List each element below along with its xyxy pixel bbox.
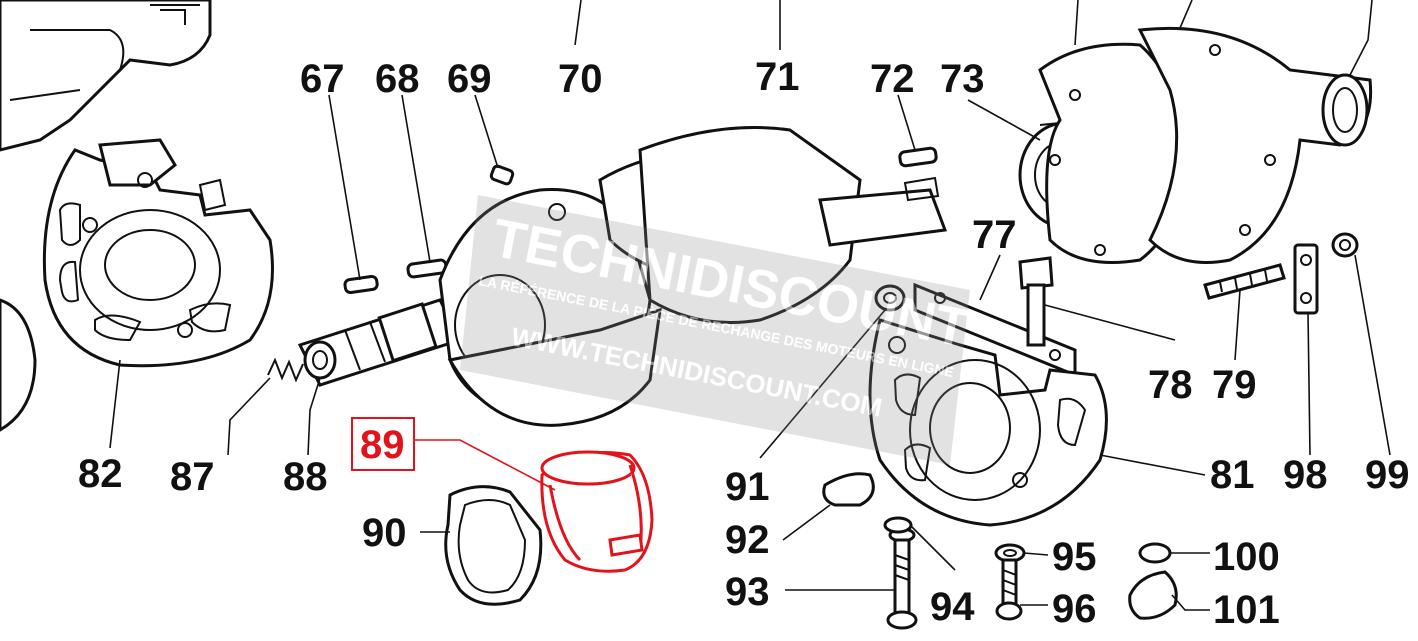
leader-68 xyxy=(401,94,431,263)
nut-88 xyxy=(303,340,337,380)
leader-82 xyxy=(109,359,121,449)
leader-94 xyxy=(909,524,956,571)
leader-101 xyxy=(1171,594,1210,611)
washer-94 xyxy=(883,516,913,534)
leader-67 xyxy=(328,94,361,281)
label-77: 77 xyxy=(972,213,1017,257)
label-71: 71 xyxy=(755,55,800,99)
leader-top-2 xyxy=(1179,0,1193,29)
label-101: 101 xyxy=(1213,588,1280,632)
leader-92 xyxy=(782,504,831,541)
leader-79 xyxy=(1234,289,1241,361)
key-72 xyxy=(898,146,938,168)
label-78: 78 xyxy=(1148,363,1193,407)
label-81: 81 xyxy=(1210,453,1255,497)
bolt-96 xyxy=(995,558,1023,621)
label-91: 91 xyxy=(725,465,770,509)
label-69: 69 xyxy=(447,57,492,101)
label-100: 100 xyxy=(1213,535,1280,579)
edge-fragment-left xyxy=(0,298,37,432)
leader-95 xyxy=(1023,552,1049,556)
leader-73 xyxy=(967,99,1041,141)
label-88: 88 xyxy=(283,455,328,499)
bolt-78 xyxy=(1018,256,1054,347)
gasket-and-housing xyxy=(1038,26,1373,264)
pin-92 xyxy=(822,472,875,507)
leader-69 xyxy=(474,94,499,169)
leader-70 xyxy=(574,0,582,46)
bushing-89-highlighted xyxy=(540,450,654,573)
leader-98 xyxy=(1307,312,1311,456)
label-89: 89 xyxy=(360,423,405,467)
label-73: 73 xyxy=(940,57,985,101)
leader-top-3 xyxy=(1349,0,1373,76)
label-70: 70 xyxy=(558,57,603,101)
plug-101 xyxy=(1128,570,1178,620)
leader-81 xyxy=(1099,454,1206,476)
pin-69 xyxy=(489,164,515,186)
label-79: 79 xyxy=(1212,363,1257,407)
label-68: 68 xyxy=(375,57,420,101)
thrust-washer-90 xyxy=(444,485,543,606)
label-67: 67 xyxy=(300,57,345,101)
label-92: 92 xyxy=(725,518,770,562)
label-72: 72 xyxy=(870,57,915,101)
bearing-support-82 xyxy=(42,138,274,368)
label-98: 98 xyxy=(1283,453,1328,497)
bearing-support-81 xyxy=(868,318,1108,527)
cap-100 xyxy=(1138,542,1172,564)
label-96: 96 xyxy=(1052,587,1097,631)
leader-88 xyxy=(307,377,321,456)
leader-99 xyxy=(1354,254,1391,456)
label-93: 93 xyxy=(725,570,770,614)
nut-91 xyxy=(874,284,906,312)
label-82: 82 xyxy=(78,452,123,496)
crank-fragment-top-left xyxy=(0,0,212,152)
leader-77 xyxy=(979,254,1001,301)
watermark-banner xyxy=(460,195,970,465)
label-90: 90 xyxy=(362,511,407,555)
spring-87 xyxy=(267,357,304,383)
stud-79 xyxy=(1203,263,1286,300)
crankshaft-70-71 xyxy=(297,126,948,427)
key-67 xyxy=(343,274,379,295)
bolt-93 xyxy=(886,527,918,630)
leader-87 xyxy=(227,377,271,456)
label-99: 99 xyxy=(1365,453,1410,497)
leader-89 xyxy=(413,439,556,491)
leader-72 xyxy=(897,94,916,151)
leader-top-1 xyxy=(1074,0,1079,46)
leader-91 xyxy=(759,309,886,459)
leader-78 xyxy=(1044,304,1176,341)
label-94: 94 xyxy=(930,585,975,629)
label-95: 95 xyxy=(1052,535,1097,579)
label-87: 87 xyxy=(170,455,215,499)
watermark: TECHNIDISCOUNT LA RÉFÉRENCE DE LA PIÈCE … xyxy=(460,195,973,465)
label-89-box xyxy=(351,417,415,471)
plate-98 xyxy=(1293,243,1319,315)
nut-99 xyxy=(1331,232,1359,258)
